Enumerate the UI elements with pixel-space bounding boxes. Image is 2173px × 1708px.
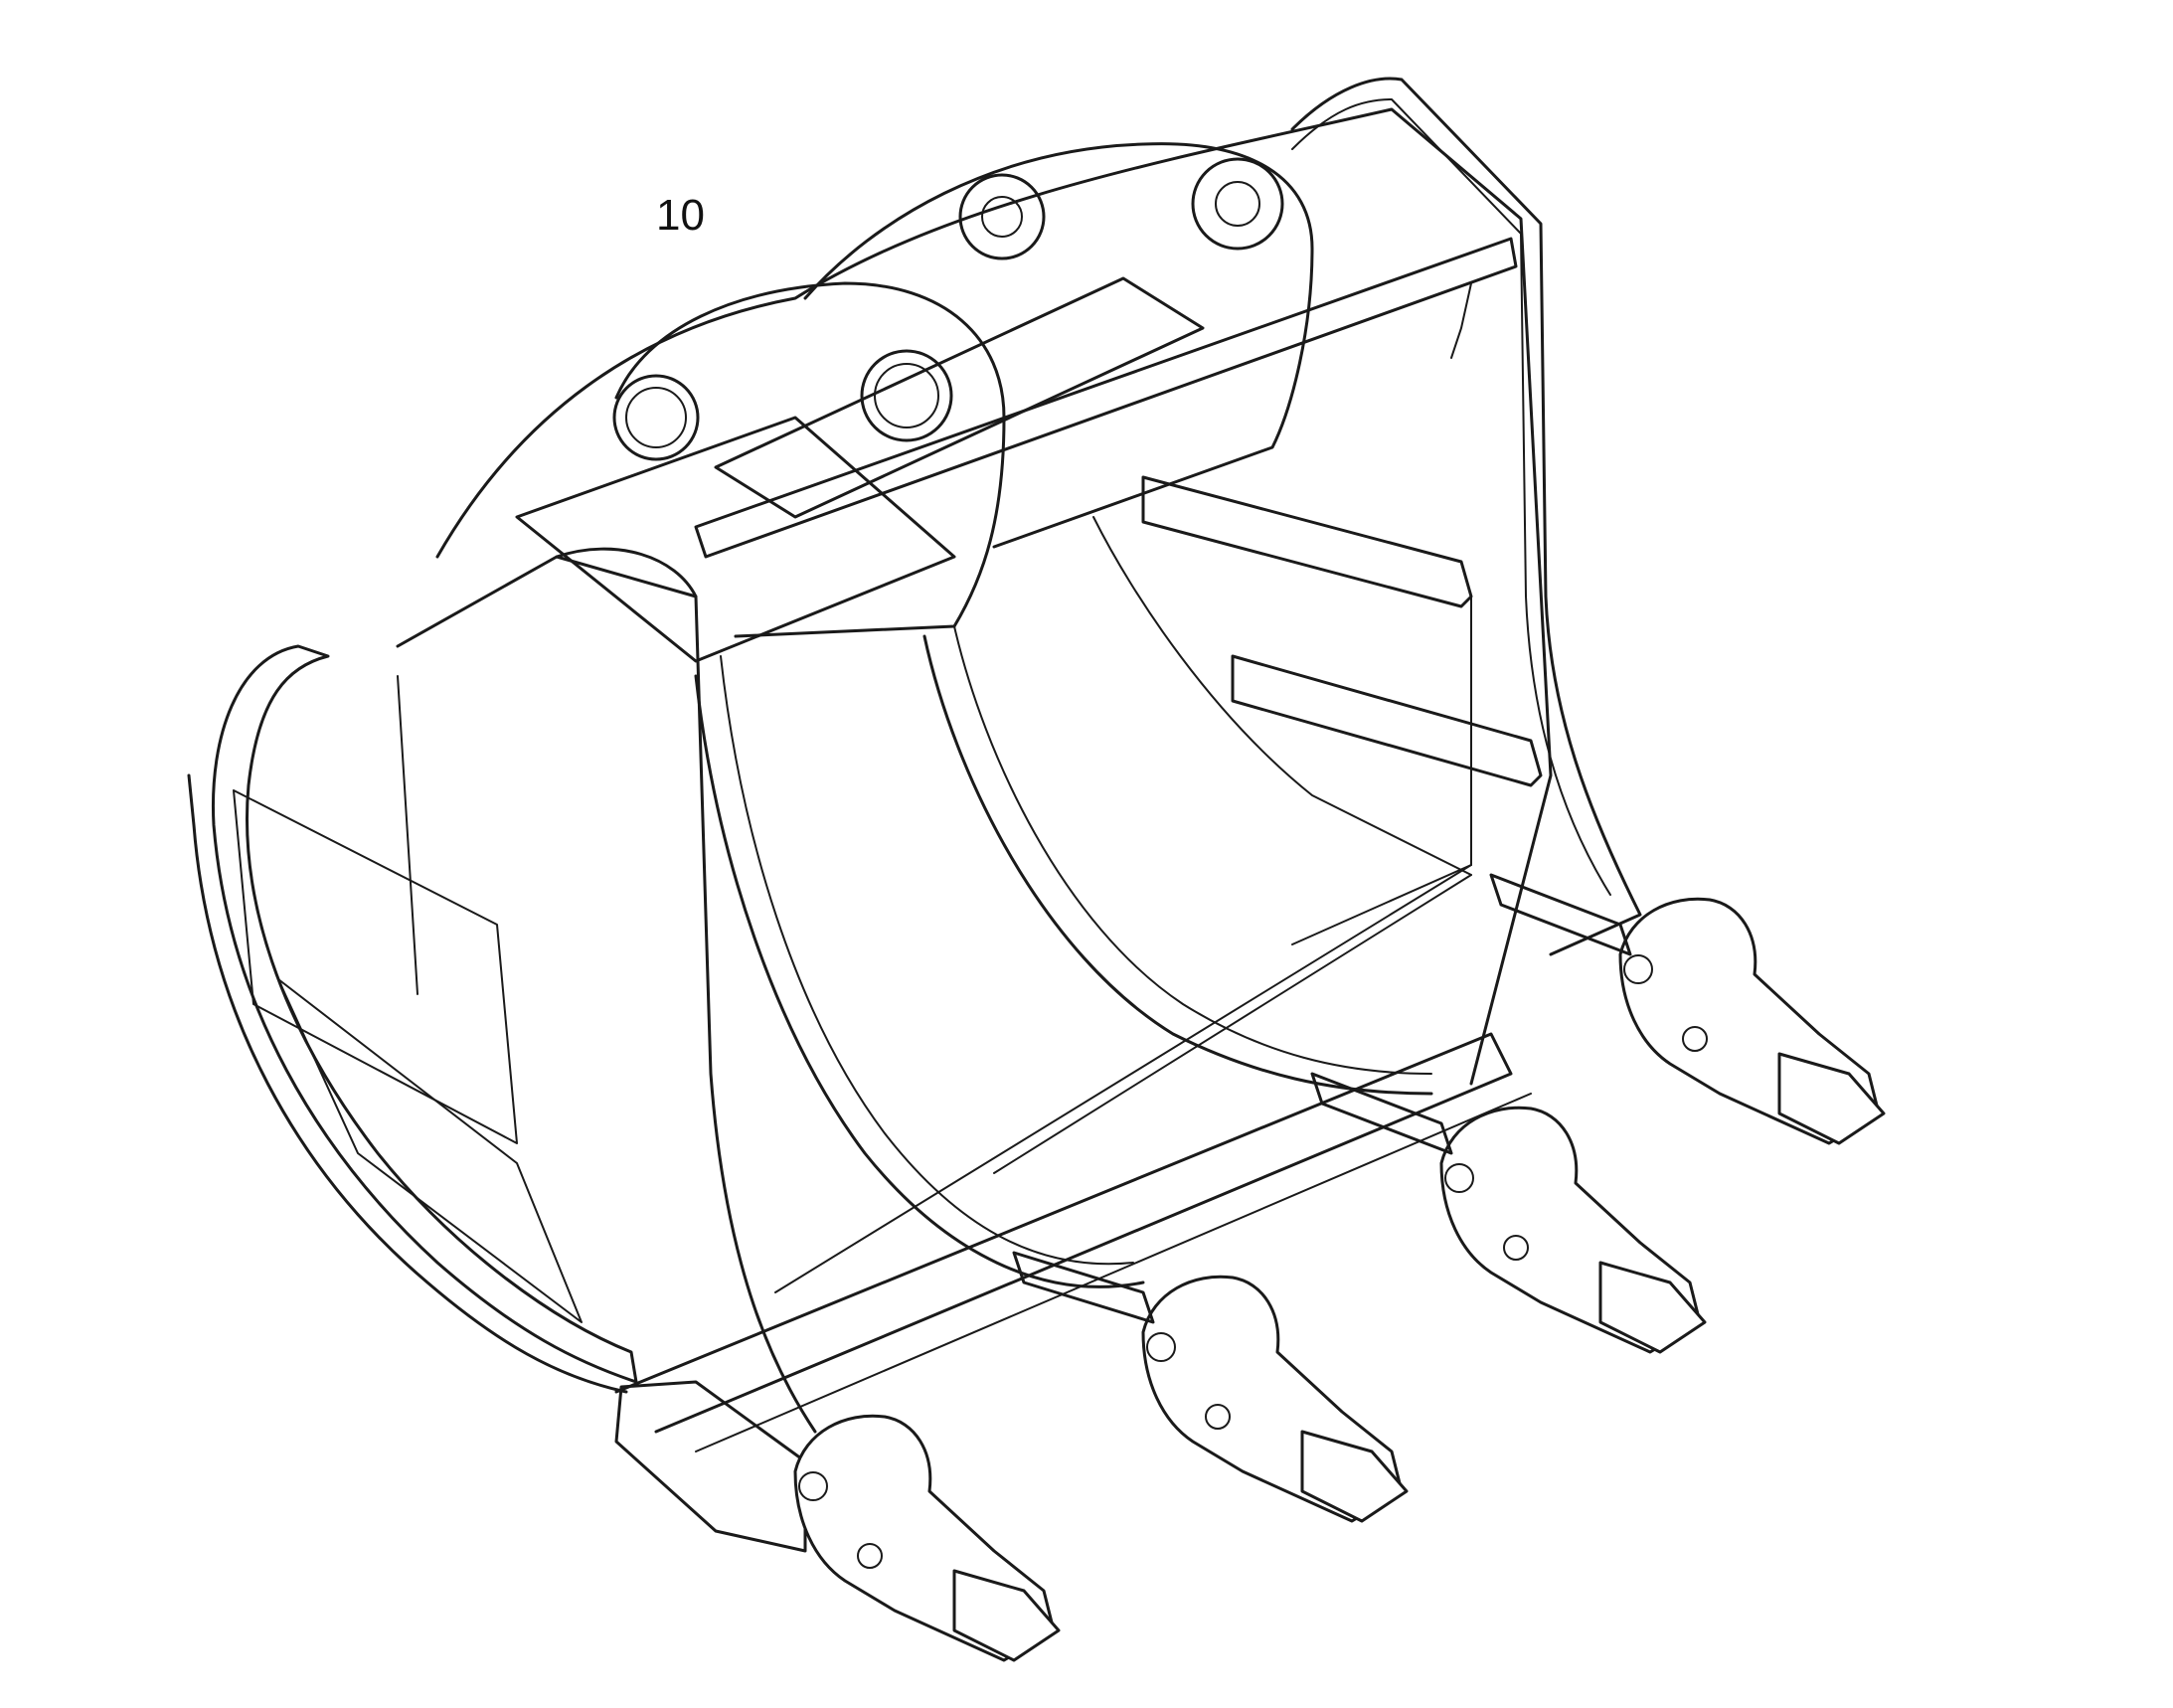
front-pin-right	[860, 349, 953, 442]
shank-3	[1310, 1072, 1453, 1155]
inner-wear-strip-lower	[1231, 654, 1543, 787]
tooth-3	[1439, 1106, 1707, 1354]
tooth-4	[1618, 897, 1886, 1145]
front-top-beam	[515, 416, 956, 663]
floor-plate-line-2	[993, 874, 1472, 1174]
shank-2	[1012, 1251, 1155, 1324]
tooth-4-pin-icon	[1623, 954, 1653, 984]
front-pin-left	[612, 374, 700, 461]
tooth-2-pin-icon	[1146, 1332, 1176, 1362]
tooth-3-tip	[1598, 1261, 1707, 1354]
top-cross-beam	[694, 237, 1518, 559]
right-side-plate-inner	[1291, 98, 1611, 896]
tooth-3-lock-icon	[1503, 1235, 1529, 1261]
side-panel-upper	[233, 789, 518, 1144]
part-callout-label: 10	[656, 191, 705, 240]
left-side-cutter	[614, 1380, 807, 1553]
inner-wear-strip-upper	[1141, 475, 1473, 608]
left-side-plate	[555, 547, 817, 1434]
left-outer-shell	[211, 644, 638, 1384]
tooth-4-lock-icon	[1682, 1026, 1708, 1052]
rear-lug-hole-left	[981, 196, 1023, 238]
left-side-plate-front-edge	[396, 555, 698, 648]
tooth-1-pin-icon	[798, 1471, 828, 1501]
front-lug-plate	[614, 281, 1006, 638]
front-cutting-lip-lower	[695, 1093, 1532, 1452]
floor-curve-left-inner	[720, 655, 1134, 1266]
left-outer-shell-edge	[187, 773, 628, 1394]
floor-curve-right	[1092, 516, 1472, 876]
left-side-plate-face	[397, 675, 418, 995]
front-pin-right-face	[874, 363, 939, 428]
floor-curve-middle	[922, 634, 1433, 1096]
rear-lug-plate	[803, 142, 1314, 549]
rear-lug-boss-right	[1191, 157, 1284, 251]
top-wear-strip	[714, 276, 1205, 519]
tooth-3-pin-icon	[1444, 1163, 1474, 1193]
front-pin-left-face	[625, 387, 687, 448]
rear-lug-boss-left	[958, 173, 1046, 260]
top-cross-beam-edge	[1450, 282, 1472, 359]
tooth-2	[1141, 1275, 1409, 1523]
floor-plate-line-3	[1291, 864, 1472, 945]
floor-curve-left	[694, 674, 1145, 1288]
bucket-back-shell	[435, 107, 1553, 1086]
floor-curve-middle-inner	[953, 625, 1432, 1075]
side-panel-lower	[277, 978, 583, 1323]
tooth-2-tip	[1300, 1430, 1409, 1523]
tooth-1-lock-icon	[857, 1543, 883, 1569]
shank-4	[1489, 873, 1632, 956]
tooth-1-tip	[952, 1569, 1061, 1662]
tooth-4-tip	[1777, 1052, 1886, 1145]
right-side-plate	[1290, 77, 1642, 956]
rear-lug-hole-right	[1215, 181, 1260, 227]
floor-plate-line-1	[774, 864, 1472, 1293]
tooth-2-lock-icon	[1205, 1404, 1231, 1430]
front-cutting-lip	[614, 1032, 1513, 1434]
tooth-1	[793, 1414, 1061, 1662]
